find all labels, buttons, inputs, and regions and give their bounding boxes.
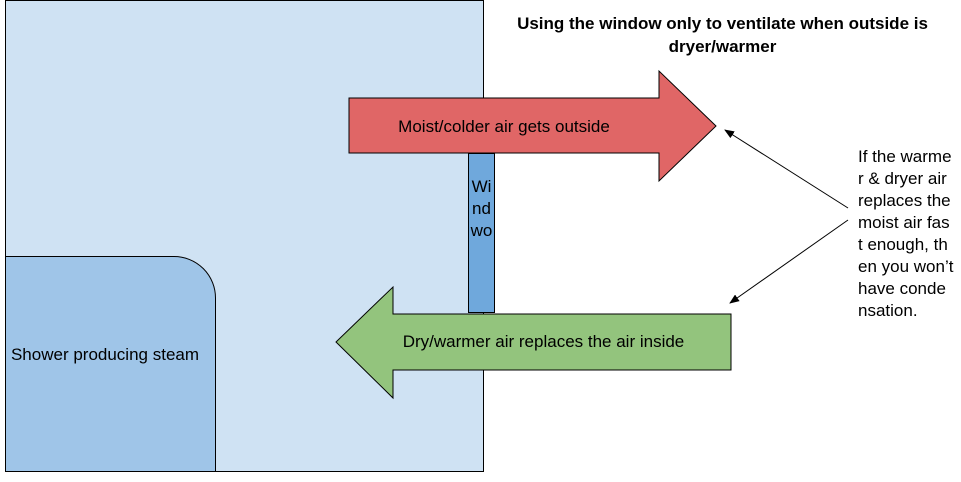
- shower-label: Shower producing steam: [10, 345, 200, 364]
- note-pointer-line-top: [724, 129, 849, 209]
- condensation-note: If the warmer & dryer air replaces the m…: [858, 147, 954, 320]
- moist-air-out-label: Moist/colder air gets outside: [398, 117, 610, 136]
- window-label: Windwo: [470, 177, 493, 240]
- diagram-title: Using the window only to ventilate when …: [517, 14, 928, 56]
- dry-air-in-label: Dry/warmer air replaces the air inside: [402, 332, 685, 351]
- shower-box: [5, 256, 216, 472]
- note-pointer-line-bottom: [729, 219, 849, 304]
- moist-air-out-arrow: [348, 69, 717, 183]
- dry-air-in-arrow: [335, 285, 732, 400]
